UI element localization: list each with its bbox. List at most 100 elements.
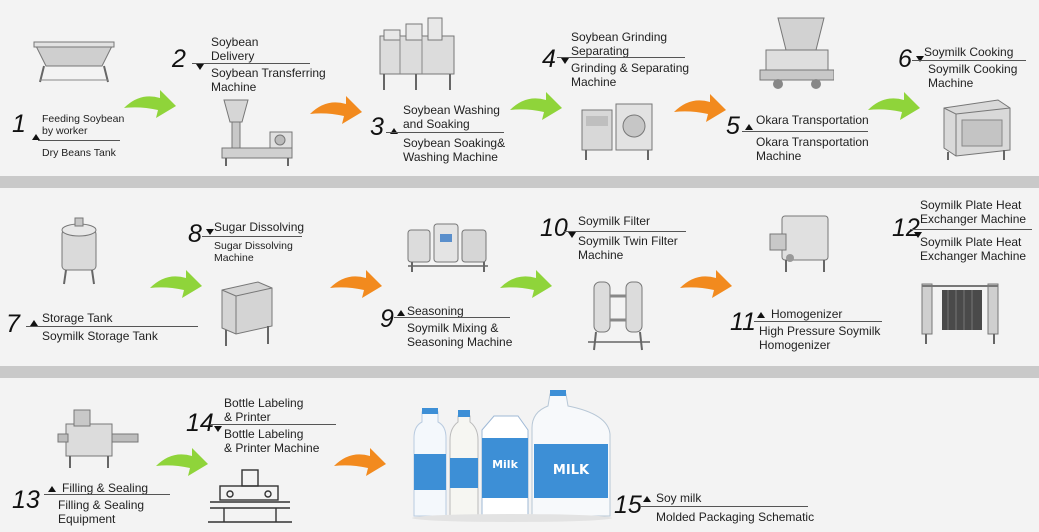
step-4-marker [561,58,569,64]
step-11-title: Homogenizer [771,307,842,321]
step-2-rule [192,63,310,64]
step-4-number: 4 [542,47,556,72]
step-6-number: 6 [898,47,912,72]
step-13-machine: Filling & Sealing Equipment [58,498,144,526]
step-2-machine: Soybean Transferring Machine [211,66,326,94]
step-9-number: 9 [380,307,394,332]
step-13-rule [44,494,170,495]
step-2-title: Soybean Delivery [211,35,258,63]
step-5-rule [742,131,868,132]
step-6-title: Soymilk Cooking [924,45,1013,59]
sugar-dissolving-machine-image [218,278,276,348]
step-3-machine: Soybean Soaking& Washing Machine [403,136,505,164]
step-3-marker [390,128,398,134]
flow-arrow-2 [308,92,364,126]
step-15-machine: Molded Packaging Schematic [656,510,814,524]
flow-arrow-10 [154,444,210,478]
step-14-marker [214,426,222,432]
filling-sealing-equipment-image [56,404,140,470]
flow-arrow-3 [508,88,564,122]
mixing-seasoning-machine-image [404,216,492,274]
step-11-machine: High Pressure Soymilk Homogenizer [759,324,880,352]
dry-beans-tank-image [30,36,118,84]
step-11-number: 11 [730,310,756,335]
step-5-title: Okara Transportation [756,113,869,127]
step-8-marker [206,229,214,235]
step-12-title: Soymilk Plate Heat Exchanger Machine [920,198,1026,226]
step-7-machine: Soymilk Storage Tank [42,329,158,343]
step-6-machine: Soymilk Cooking Machine [928,62,1017,90]
step-14-machine: Bottle Labeling & Printer Machine [224,427,319,455]
soymilk-cooking-machine-image [940,96,1014,162]
flow-arrow-4 [672,90,728,124]
carton-label: Milk [492,458,518,471]
flow-arrow-1 [122,86,178,120]
plate-heat-exchanger-image [918,276,1002,346]
soybean-transferring-machine-image [210,92,300,168]
flow-arrow-5 [866,88,922,122]
step-13-marker [48,486,56,492]
flow-arrow-6 [148,266,204,300]
step-13-title: Filling & Sealing [62,481,148,495]
flow-arrow-8 [498,266,554,300]
step-6-rule [912,60,1026,61]
twin-filter-machine-image [584,276,654,352]
okara-transportation-machine-image [758,14,834,92]
step-1-rule [38,140,120,141]
flow-arrow-7 [328,266,384,300]
step-9-marker [397,310,405,316]
step-5-machine: Okara Transportation Machine [756,135,869,163]
molded-packaging-products-image: Milk MILK [408,388,616,524]
step-10-rule [564,231,686,232]
step-11-rule [754,321,882,322]
grinding-separating-machine-image [576,96,660,162]
step-1-title: Feeding Soybean by worker [42,113,124,137]
step-9-rule [394,317,510,318]
step-15-rule [640,506,808,507]
jug-label: MILK [553,463,590,478]
step-15-number: 15 [614,493,642,518]
step-4-machine: Grinding & Separating Machine [571,61,689,89]
step-3-number: 3 [370,115,384,140]
step-10-number: 10 [540,216,568,241]
step-14-rule [210,424,336,425]
step-4-title: Soybean Grinding Separating [571,30,667,58]
step-13-number: 13 [12,488,40,513]
step-8-title: Sugar Dissolving [214,220,304,234]
step-2-marker [196,64,204,70]
step-7-rule [26,326,198,327]
row-divider-2 [0,366,1039,378]
step-7-title: Storage Tank [42,311,113,325]
step-8-machine: Sugar Dissolving Machine [214,240,293,264]
soaking-washing-machine-image [376,14,458,92]
step-11-marker [757,312,765,318]
step-3-rule [386,132,504,133]
row-divider-1 [0,176,1039,188]
step-14-title: Bottle Labeling & Printer [224,396,303,424]
step-10-marker [568,232,576,238]
step-4-rule [557,57,685,58]
homogenizer-image [764,210,834,274]
step-9-machine: Soymilk Mixing & Seasoning Machine [407,321,512,349]
step-8-number: 8 [188,222,202,247]
step-9-title: Seasoning [407,304,464,318]
step-15-marker [643,496,651,502]
soymilk-storage-tank-image [56,216,102,286]
step-5-number: 5 [726,114,740,139]
step-6-marker [916,56,924,62]
step-15-title: Soy milk [656,491,701,505]
step-1-machine: Dry Beans Tank [42,147,116,159]
step-12-rule [910,229,1032,230]
step-5-marker [745,124,753,130]
step-7-number: 7 [6,312,20,337]
step-10-title: Soymilk Filter [578,214,650,228]
step-3-title: Soybean Washing and Soaking [403,103,500,131]
step-12-machine: Soymilk Plate Heat Exchanger Machine [920,235,1026,263]
step-8-rule [202,236,302,237]
bottle-labeling-printer-image [206,462,294,526]
step-2-number: 2 [172,47,186,72]
flow-arrow-9 [678,266,734,300]
flow-arrow-11 [332,444,388,478]
step-10-machine: Soymilk Twin Filter Machine [578,234,678,262]
step-1-number: 1 [12,112,26,137]
